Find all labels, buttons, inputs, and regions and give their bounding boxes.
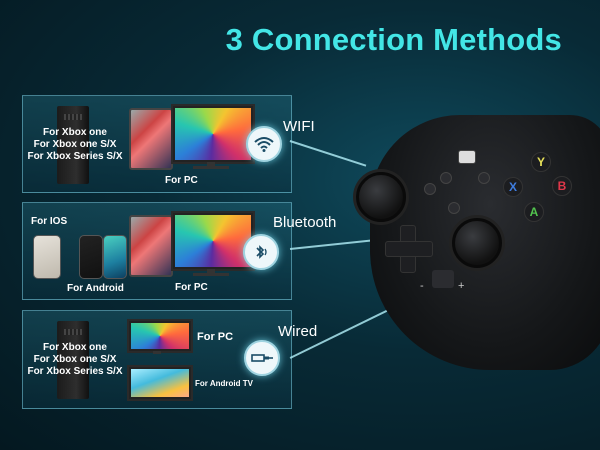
xbox-line: For Xbox one S/X [33, 354, 117, 365]
view-button [440, 172, 452, 184]
bluetooth-label: Bluetooth [273, 214, 337, 231]
xbox-line: For Xbox one [43, 342, 107, 353]
menu-button [478, 172, 490, 184]
left-thumbstick [356, 172, 406, 222]
a-button: A [524, 202, 544, 222]
wifi-icon [246, 126, 282, 162]
pc-monitor-image [171, 104, 255, 164]
monitor-stand [207, 269, 215, 273]
pc-label: For PC [165, 175, 198, 186]
xbox-line: For Xbox one [43, 127, 107, 138]
wifi-label: WIFI [283, 118, 315, 135]
android-tv-image [127, 365, 193, 401]
black-phone-image [79, 235, 103, 279]
minus-label: - [420, 280, 424, 292]
monitor-stand [207, 162, 215, 166]
xbox-line: For Xbox Series S/X [27, 151, 123, 162]
wired-label: Wired [278, 323, 318, 340]
xbox-console-image [57, 321, 89, 399]
plus-label: + [458, 280, 465, 292]
tablet-image [129, 108, 173, 170]
pc-monitor-image [127, 319, 193, 353]
monitor-stand [153, 351, 161, 354]
android-label: For Android [67, 283, 124, 294]
xbox-compat-label: For Xbox one For Xbox one S/X For Xbox S… [25, 127, 125, 163]
dpad [385, 225, 433, 273]
tablet-image [129, 215, 173, 277]
x-button: X [503, 177, 523, 197]
pc-label: For PC [175, 282, 208, 293]
xbox-line: For Xbox one S/X [33, 139, 117, 150]
pc-monitor-image [171, 211, 255, 271]
android-tv-label: For Android TV [195, 379, 253, 388]
share-button [424, 183, 436, 195]
iphone-image [33, 235, 61, 279]
bluetooth-icon [243, 234, 279, 270]
bluetooth-panel: For IOS For Android For PC [22, 202, 292, 300]
pc-label: For PC [197, 331, 234, 343]
monitor-base [193, 273, 229, 276]
wifi-connector-line [289, 140, 367, 167]
usb-cable-icon [244, 340, 280, 376]
mic-button [432, 270, 454, 288]
turbo-button [448, 202, 460, 214]
y-button: Y [531, 152, 551, 172]
ios-label: For IOS [31, 216, 68, 227]
monitor-base [193, 166, 229, 169]
page-title: 3 Connection Methods [225, 22, 562, 57]
right-thumbstick [452, 218, 502, 268]
xbox-line: For Xbox Series S/X [27, 366, 123, 377]
xbox-compat-label: For Xbox one For Xbox one S/X For Xbox S… [25, 342, 125, 378]
home-icon [458, 150, 476, 164]
android-phone-image [103, 235, 127, 279]
b-button: B [552, 176, 572, 196]
xbox-console-image [57, 106, 89, 184]
